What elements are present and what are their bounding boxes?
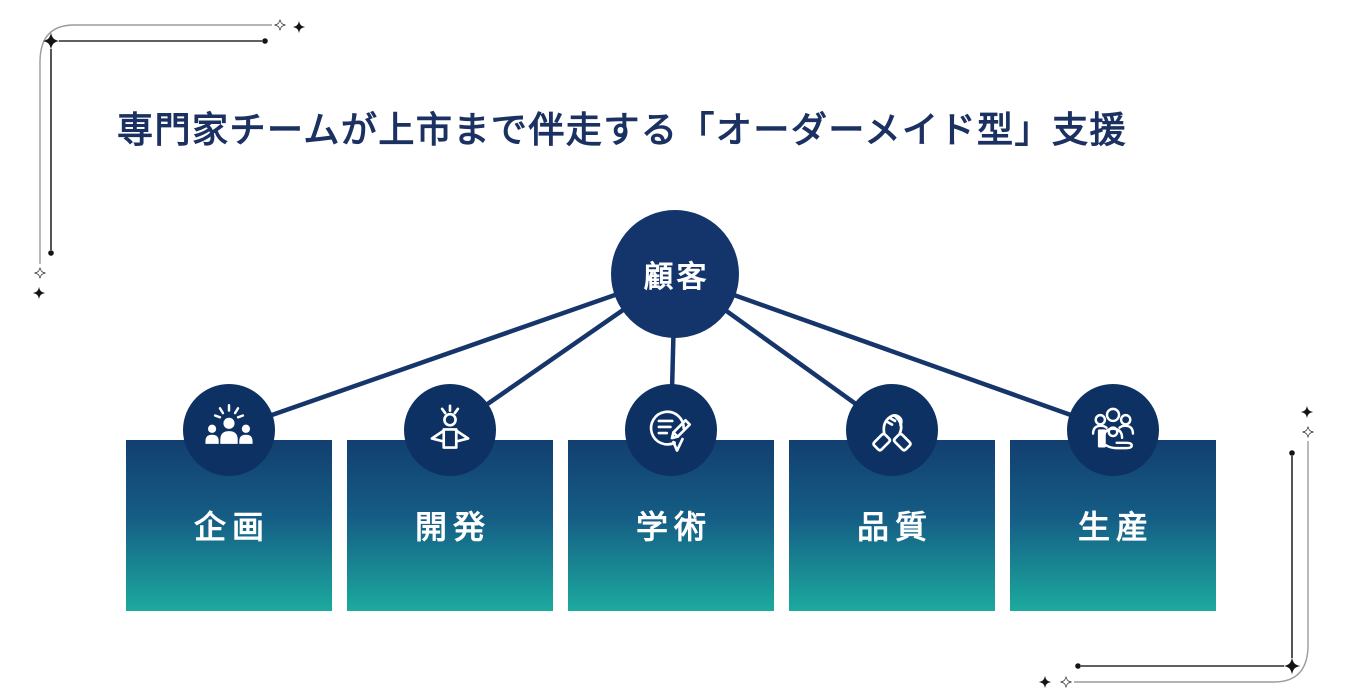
process-box-planning: 企画 (126, 384, 332, 611)
development-icon-circle (404, 384, 496, 476)
process-box-production: 生産 (1010, 384, 1216, 611)
customer-node: 顧客 (611, 210, 739, 338)
flourish-bottom-right-icon (1038, 405, 1314, 689)
process-box-label: 開発 (414, 509, 491, 545)
page-title: 専門家チームが上市まで伴走する「オーダーメイド型」支援 (117, 109, 1127, 150)
process-box-label: 企画 (193, 509, 270, 545)
handshake-icon (872, 414, 912, 452)
planning-icon-circle (183, 384, 275, 476)
customer-node-label: 顧客 (643, 261, 710, 294)
production-icon-circle (1067, 384, 1159, 476)
flourish-top-left-icon (32, 19, 306, 300)
people-in-hand-icon (1091, 407, 1135, 450)
process-box-academic: 学術 (568, 384, 774, 611)
speech-bubble-pencil-icon (649, 410, 692, 452)
process-box-label: 学術 (635, 509, 712, 545)
process-box-quality: 品質 (789, 384, 995, 611)
process-box-development: 開発 (347, 384, 553, 611)
planning-team-icon (205, 404, 253, 444)
process-box-label: 生産 (1077, 509, 1154, 545)
academic-icon-circle (625, 384, 717, 476)
quality-icon-circle (846, 384, 938, 476)
process-box-label: 品質 (856, 509, 933, 545)
confident-person-icon (430, 404, 470, 449)
